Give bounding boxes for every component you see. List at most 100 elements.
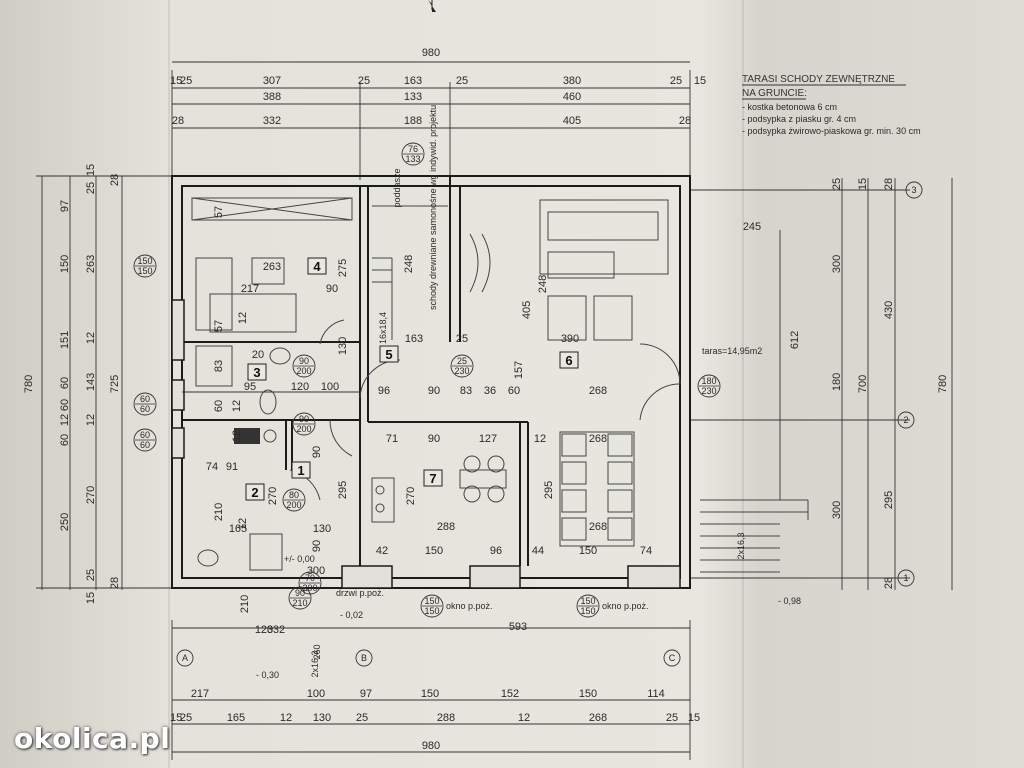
dim: 300 [831,501,843,519]
dim: 15 [85,164,97,176]
axis-label: 3 [911,185,916,195]
dim: 165 [229,523,247,535]
step-dim: 2x16,3 [736,532,746,559]
dim: 15 [170,75,182,87]
door-tag-top: 150 [137,256,152,266]
dim: 150 [421,688,439,700]
dim: 28 [109,174,121,186]
dim: 90 [428,433,440,445]
axis-label: 2 [903,415,908,425]
door-tag-bottom: 150 [137,266,152,276]
dim: 28 [679,115,691,127]
dim: 100 [321,381,339,393]
dim: 36 [484,385,496,397]
dim: 248 [403,255,415,273]
dim: 295 [543,481,555,499]
dim: 165 [227,712,245,724]
dim: 263 [85,255,97,273]
dim: 12 [518,712,530,724]
watermark-logo: okolica.pl [14,722,171,755]
dim: 405 [521,301,533,319]
dim: 15 [85,592,97,604]
dim: 612 [789,331,801,349]
dim: 120 [255,624,273,636]
door-tag-bottom: 230 [454,366,469,376]
dim: 60 [59,399,71,411]
dim: 12 [534,433,546,445]
dim: 405 [563,115,581,127]
room-number: 7 [429,471,436,486]
paper-crease [168,0,170,768]
window-label: okno p.poż. [446,601,493,611]
dim: 150 [579,545,597,557]
dim: 25 [180,712,192,724]
door-tag-top: 60 [140,430,150,440]
dim: 270 [267,487,279,505]
dim: 150 [579,688,597,700]
dim: 268 [589,385,607,397]
dim: 12 [231,400,243,412]
room-numbers: 4 3 2 1 5 6 7 [245,257,579,501]
door-label: drzwi p.poż. [336,588,384,598]
dim: 90 [428,385,440,397]
dim: 12 [59,414,71,426]
door-tag-top: 90 [295,588,305,598]
terrace-note: - podsypka z piasku gr. 4 cm [742,114,856,124]
door-tag-bottom: 200 [302,583,317,593]
door-tag-bottom: 230 [701,386,716,396]
dim: 151 [59,331,71,349]
dim: 74 [206,461,218,473]
dim: 12 [85,414,97,426]
right-total: 780 [937,375,949,393]
room-number: 4 [313,259,321,274]
terrace-area: taras=14,95m2 [702,346,762,356]
door-tag-bottom: 200 [286,500,301,510]
dim: 12 [280,712,292,724]
door-tag-top: 70 [305,573,315,583]
dim: 83 [213,360,225,372]
dim: 260 [312,644,322,659]
dim: 133 [404,91,422,103]
window-label: okno p.poż. [602,601,649,611]
dim: 332 [263,115,281,127]
dim: 150 [59,255,71,273]
dim: 25 [180,75,192,87]
dim: 90 [311,446,323,458]
terrace-subtitle: NA GRUNCIE: [742,88,807,99]
dim: 430 [883,301,895,319]
dim: 12 [85,332,97,344]
door-tag-top: 60 [140,394,150,404]
dim: 217 [191,688,209,700]
dim: 25 [85,182,97,194]
dim: 74 [640,545,652,557]
paper-crease [742,0,744,768]
dim: 57 [213,206,225,218]
door-tag-top: 90 [299,356,309,366]
stairs-note: schody drewniane samonośne wg indywid. p… [428,105,438,310]
dim: 268 [589,712,607,724]
dim: 380 [563,75,581,87]
dim: 20 [252,349,264,361]
dim: 28 [883,178,895,190]
dim: 270 [405,487,417,505]
axis-label: C [669,653,676,663]
room-number: 3 [253,365,260,380]
dim: 25 [670,75,682,87]
dim: 15 [688,712,700,724]
terrace-note: - podsypka żwirowo-piaskowa gr. min. 30 … [742,126,921,136]
dim: 97 [360,688,372,700]
dim: 25 [456,75,468,87]
dim: 91 [226,461,238,473]
dim: 25 [356,712,368,724]
